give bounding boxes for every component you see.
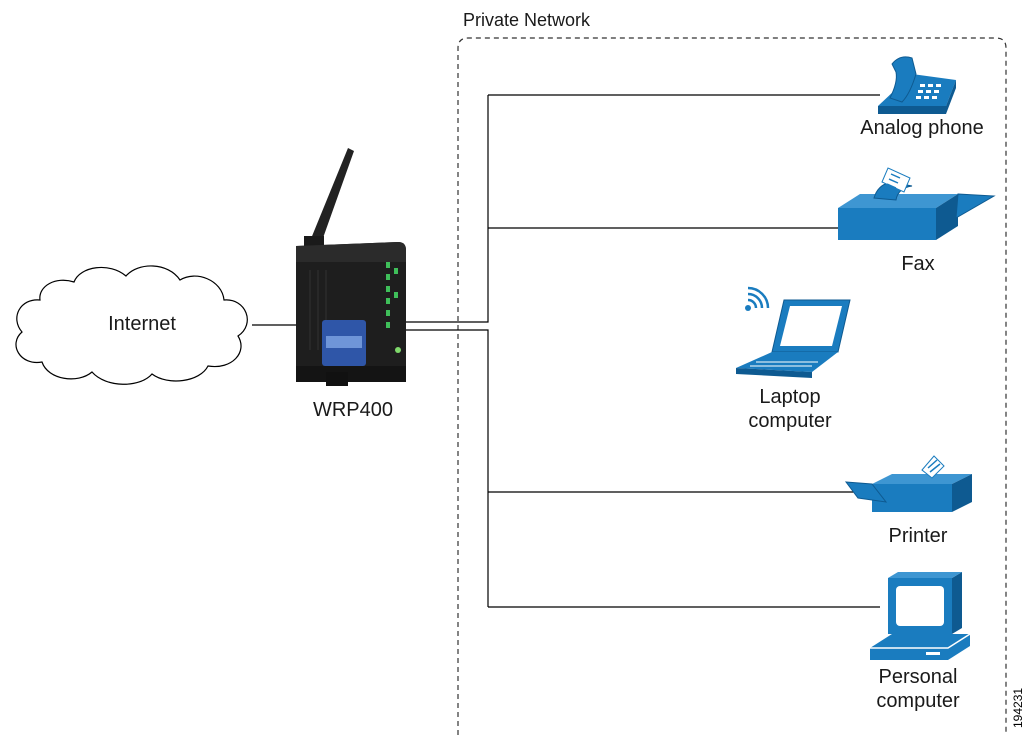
private-network-title: Private Network	[463, 10, 591, 30]
fax-icon	[838, 167, 996, 240]
router-icon	[296, 148, 406, 386]
connection-lines	[252, 94, 880, 608]
laptop-icon	[736, 299, 851, 378]
fax-label: Fax	[901, 253, 935, 275]
laptop-label-line1: Laptop	[759, 386, 821, 408]
personal-computer-icon	[870, 572, 971, 660]
private-network-boundary	[457, 37, 1007, 735]
printer-icon	[844, 455, 972, 512]
printer-label: Printer	[888, 525, 948, 547]
figure-id: 194231	[1011, 687, 1025, 728]
analog-phone-label: Analog phone	[860, 117, 984, 139]
analog-phone-icon	[878, 56, 956, 114]
laptop-label-line2: computer	[748, 410, 832, 432]
router-label: WRP400	[312, 399, 394, 421]
router-to-bus-link	[404, 95, 489, 323]
pc-label-line2: computer	[876, 690, 960, 712]
router-to-lower-bus-link	[404, 329, 489, 607]
internet-label: Internet	[108, 313, 176, 335]
wifi-icon	[745, 286, 770, 311]
cloud-icon	[15, 265, 248, 385]
pc-label-line1: Personal	[878, 666, 958, 688]
